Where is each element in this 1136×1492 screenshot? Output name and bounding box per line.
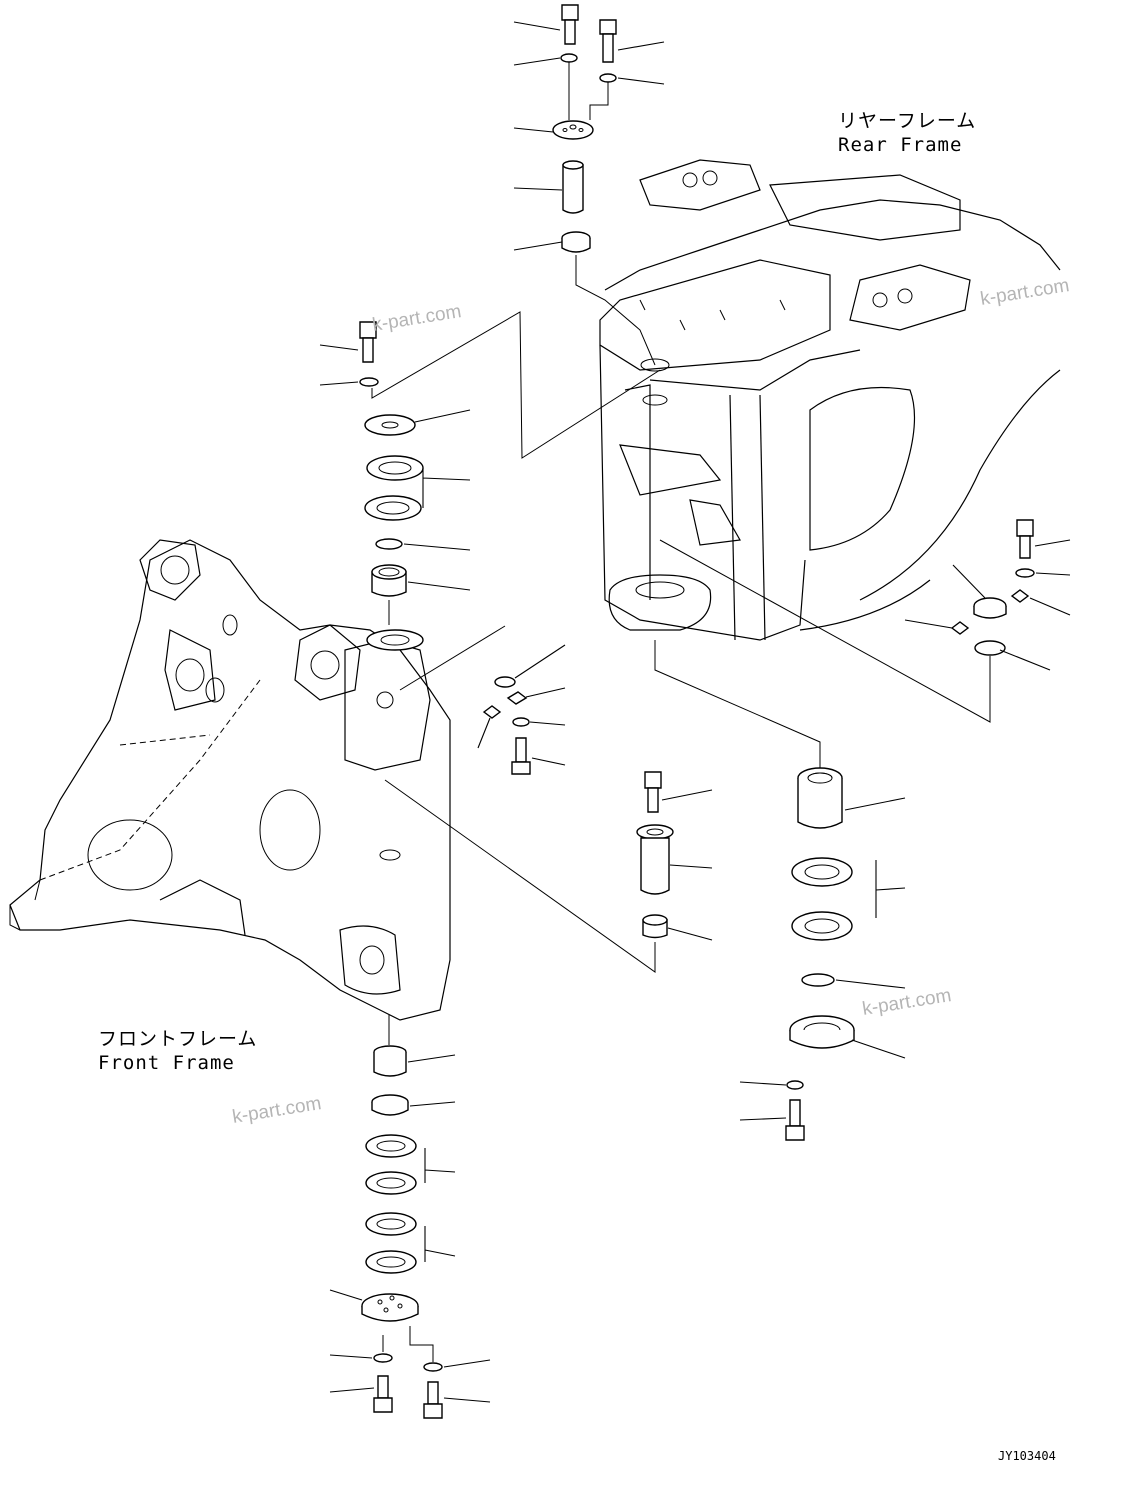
washer-icon[interactable] — [599, 73, 617, 83]
rear-frame-label-jp: リヤーフレーム — [838, 110, 977, 132]
right-lower-stack — [654, 519, 1071, 1141]
top-pin-stack — [513, 4, 665, 366]
bolt-icon[interactable] — [785, 1099, 805, 1141]
shim-icon[interactable] — [482, 705, 502, 719]
bolt-icon[interactable] — [373, 1375, 393, 1413]
washer-icon[interactable] — [560, 53, 578, 63]
bearing-icon[interactable] — [371, 564, 407, 597]
plate-icon[interactable] — [364, 414, 416, 436]
o-ring-icon[interactable] — [974, 640, 1006, 656]
rear-frame-label-en: Rear Frame — [838, 134, 963, 156]
plate-icon[interactable] — [361, 1293, 419, 1322]
washer-icon[interactable] — [373, 1353, 393, 1363]
bolt-icon[interactable] — [511, 737, 531, 775]
shim-icon[interactable] — [365, 1250, 417, 1274]
spacer-icon[interactable] — [561, 231, 591, 253]
o-ring-icon[interactable] — [375, 538, 403, 550]
shim-icon[interactable] — [791, 857, 853, 887]
bolt-icon[interactable] — [561, 4, 579, 45]
spacer-icon[interactable] — [371, 1094, 409, 1116]
left-upper-stack — [319, 311, 661, 625]
shim-icon[interactable] — [364, 495, 422, 521]
shim-icon[interactable] — [1010, 589, 1030, 603]
center-pin-stack — [384, 771, 713, 973]
washer-icon[interactable] — [786, 1080, 804, 1090]
nut-icon[interactable] — [973, 597, 1007, 619]
shim-icon[interactable] — [950, 621, 970, 635]
bolt-icon[interactable] — [423, 1381, 443, 1419]
shim-icon[interactable] — [365, 1134, 417, 1158]
washer-icon[interactable] — [423, 1362, 443, 1372]
front-frame-drawing — [9, 539, 451, 1021]
washer-icon[interactable] — [1015, 568, 1035, 578]
o-ring-icon[interactable] — [801, 973, 835, 987]
front-frame-label-jp: フロントフレーム — [98, 1028, 258, 1050]
pin-icon[interactable] — [562, 160, 584, 214]
plate-icon[interactable] — [552, 120, 594, 140]
bolt-icon[interactable] — [1016, 519, 1034, 559]
shim-icon[interactable] — [365, 1171, 417, 1195]
o-ring-icon[interactable] — [494, 676, 516, 688]
bottom-stack — [329, 1015, 491, 1419]
shim-icon[interactable] — [365, 1212, 417, 1236]
bolt-icon[interactable] — [644, 771, 662, 813]
front-frame-label-en: Front Frame — [98, 1052, 235, 1074]
bushing-icon[interactable] — [797, 767, 843, 829]
drawing-code: JY103404 — [998, 1449, 1056, 1463]
washer-icon[interactable] — [359, 377, 379, 387]
pin-icon[interactable] — [636, 824, 674, 895]
bolt-icon[interactable] — [359, 321, 377, 363]
spacer-icon[interactable] — [642, 914, 668, 939]
shim-icon[interactable] — [506, 691, 528, 705]
bushing-icon[interactable] — [373, 1045, 407, 1077]
rear-frame-drawing — [599, 159, 1061, 641]
shim-icon[interactable] — [366, 455, 424, 481]
bolt-icon[interactable] — [599, 19, 617, 63]
center-small-parts — [399, 625, 566, 775]
plate-icon[interactable] — [789, 1015, 855, 1049]
shim-icon[interactable] — [791, 911, 853, 941]
washer-icon[interactable] — [512, 717, 530, 727]
